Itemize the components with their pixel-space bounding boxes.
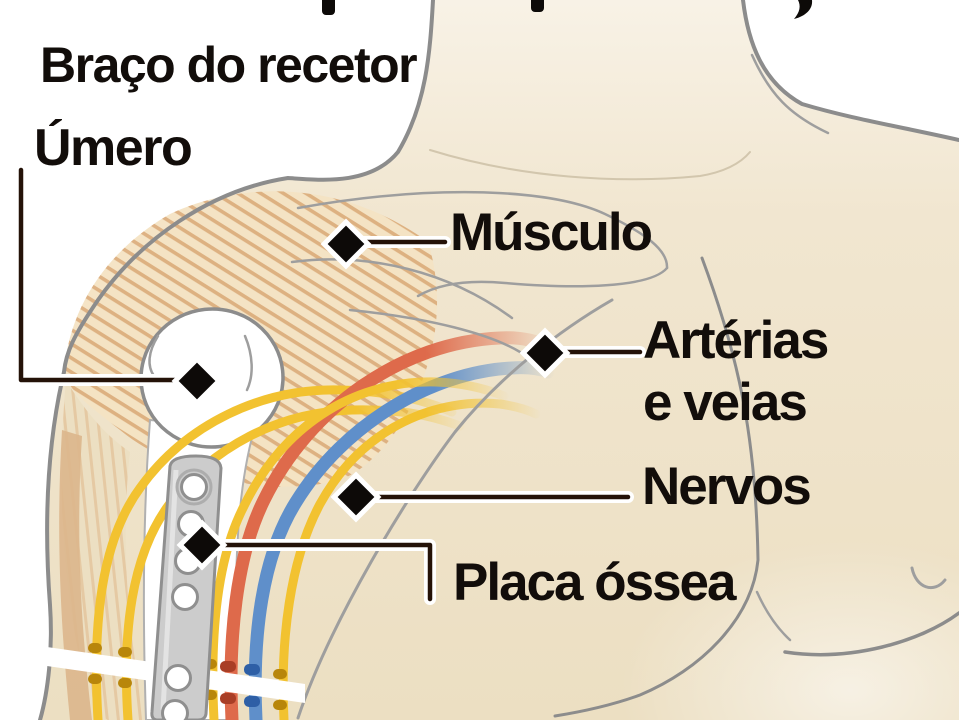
left-shoulder-outline — [38, 0, 435, 720]
placa-marker-diamond — [176, 519, 228, 571]
humeral-head-detail-left — [148, 334, 160, 378]
screw-hole-4 — [171, 583, 199, 611]
plate-highlight — [160, 469, 179, 711]
screw-hole-1 — [180, 473, 208, 501]
arterias-marker-diamond — [519, 327, 571, 379]
title-receiver-arm: Braço do recetor — [40, 37, 418, 93]
deltoid-fold-3 — [290, 258, 514, 320]
label-humerus: Úmero — [34, 119, 193, 177]
musculo-marker-diamond — [320, 218, 372, 270]
label-arteries-veins-line2: e veias — [643, 373, 808, 432]
arm-bone-tan — [59, 430, 92, 720]
diamond-markers — [171, 218, 571, 571]
nervos-marker-diamond — [330, 471, 382, 523]
deltoid-fold-2 — [416, 266, 669, 298]
trapezius-fold — [429, 149, 751, 181]
screw-collar — [175, 468, 213, 506]
screw-hole-5 — [164, 664, 192, 692]
pectoral-branch — [755, 590, 792, 642]
artery-line — [224, 331, 554, 720]
label-nerves: Nervos — [642, 457, 812, 516]
umero-leader-line — [18, 167, 191, 383]
nipple-curve — [910, 566, 947, 590]
label-muscle: Músculo — [450, 203, 653, 262]
label-bone-plate: Placa óssea — [453, 553, 737, 612]
pectoral-contour — [553, 256, 760, 718]
nerve-line-left-1 — [91, 385, 457, 720]
vessel-bundle — [91, 331, 555, 720]
right-clavicle-fold — [750, 53, 830, 135]
leader-lines — [15, 164, 646, 605]
deltoid-fold-1 — [296, 190, 669, 270]
under-pec-curve — [783, 611, 959, 657]
cropped-title-descenders — [322, 0, 813, 19]
placa-leader-line — [205, 542, 433, 602]
umero-marker-diamond — [171, 355, 223, 407]
cropped-descender-2 — [531, 0, 544, 12]
belly-highlight — [620, 540, 959, 720]
nerve-line-right-2 — [278, 398, 541, 720]
body-contours — [38, 0, 959, 720]
screw-hole-6 — [161, 699, 189, 720]
humeral-head-detail-right — [243, 334, 253, 392]
cropped-descender-3 — [789, 0, 813, 19]
right-neck-outline — [741, 0, 959, 142]
nerve-line-right-1 — [208, 377, 509, 720]
cropped-descender-1 — [322, 0, 335, 15]
deltoid-fold-4 — [348, 308, 522, 354]
label-arteries-veins-line1: Artérias — [643, 311, 829, 370]
